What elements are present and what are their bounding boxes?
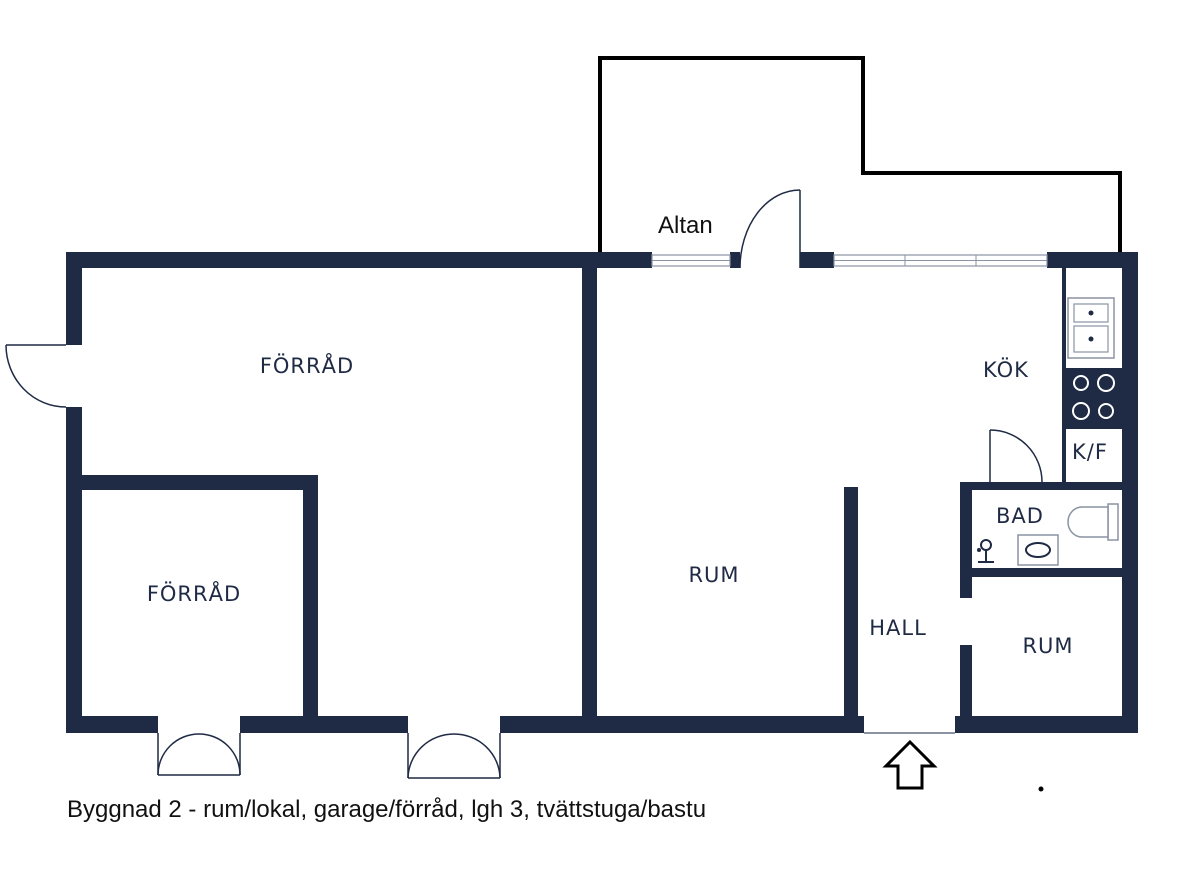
interior-walls (66, 252, 1138, 733)
stray-dot (1038, 786, 1044, 792)
terrace-door (739, 189, 801, 269)
room-label-forrad-large: FÖRRÅD (260, 352, 354, 378)
sink-icon (1067, 297, 1115, 359)
double-door-large-storage (407, 733, 501, 779)
bathroom-door (989, 429, 1043, 483)
room-label-forrad-small: FÖRRÅD (147, 580, 241, 606)
room-label-rum-main: RUM (688, 563, 739, 587)
plan-caption: Byggnad 2 - rum/lokal, garage/förråd, lg… (67, 796, 706, 823)
altan-label: Altan (658, 212, 713, 239)
room-label-hall: HALL (869, 616, 927, 640)
storage-side-door (5, 344, 67, 408)
shower-icon (977, 539, 994, 563)
double-door-small-storage (157, 733, 241, 776)
outer-walls (66, 252, 1138, 733)
room-label-kf: K/F (1072, 440, 1108, 464)
altan-outline (598, 56, 1122, 252)
stove-icon (1066, 368, 1122, 428)
entrance-arrow-icon (882, 739, 938, 790)
washbasin-icon (1017, 534, 1059, 566)
window-left (651, 254, 731, 267)
toilet-icon (1067, 503, 1119, 541)
room-label-bad: BAD (996, 504, 1044, 528)
window-right (833, 254, 1048, 267)
room-label-rum-small: RUM (1022, 634, 1073, 658)
room-label-kok: KÖK (983, 357, 1029, 382)
